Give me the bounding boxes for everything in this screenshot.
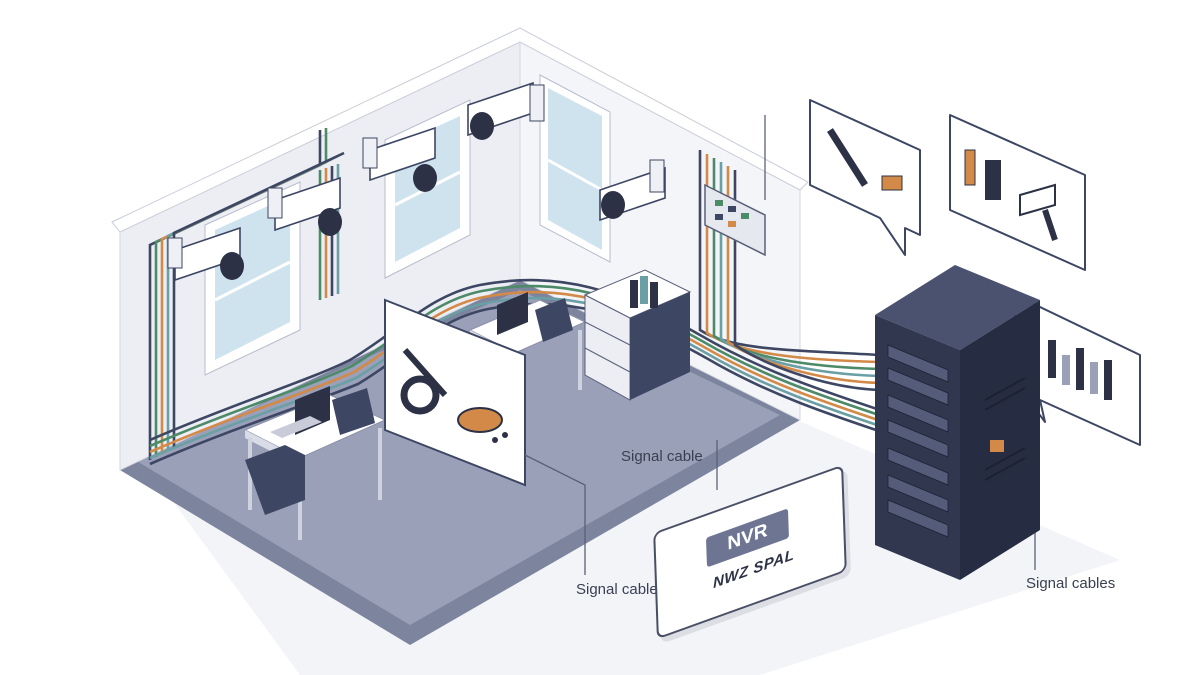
signal-cable-label: Signal cable: [621, 448, 703, 465]
desk-workstation-front: [243, 386, 387, 540]
junction-panel: [704, 183, 766, 257]
callout-camera-mount: [949, 114, 1086, 271]
cable-toolkit-panel: [384, 298, 526, 487]
camera-icon: [362, 126, 437, 192]
camera-icon: [267, 176, 342, 236]
right-wall-cable-bundle: [698, 150, 881, 392]
window-right: [539, 74, 611, 263]
filing-cabinet: [583, 269, 692, 401]
camera-icon: [599, 159, 666, 222]
camera-icon: [467, 81, 545, 140]
callout-bar-chart: $ $: [1014, 294, 1141, 446]
callout-cable-connector: [809, 99, 921, 256]
leader-line-bottom: [524, 454, 586, 575]
signal-cables-label: Signal cables: [576, 581, 666, 598]
camera-icon: [167, 226, 244, 282]
signal-cables-label-right: Signal cables: [1026, 575, 1116, 592]
wall-top-edge: [111, 27, 809, 233]
nvr-server-rack: [875, 265, 1040, 580]
